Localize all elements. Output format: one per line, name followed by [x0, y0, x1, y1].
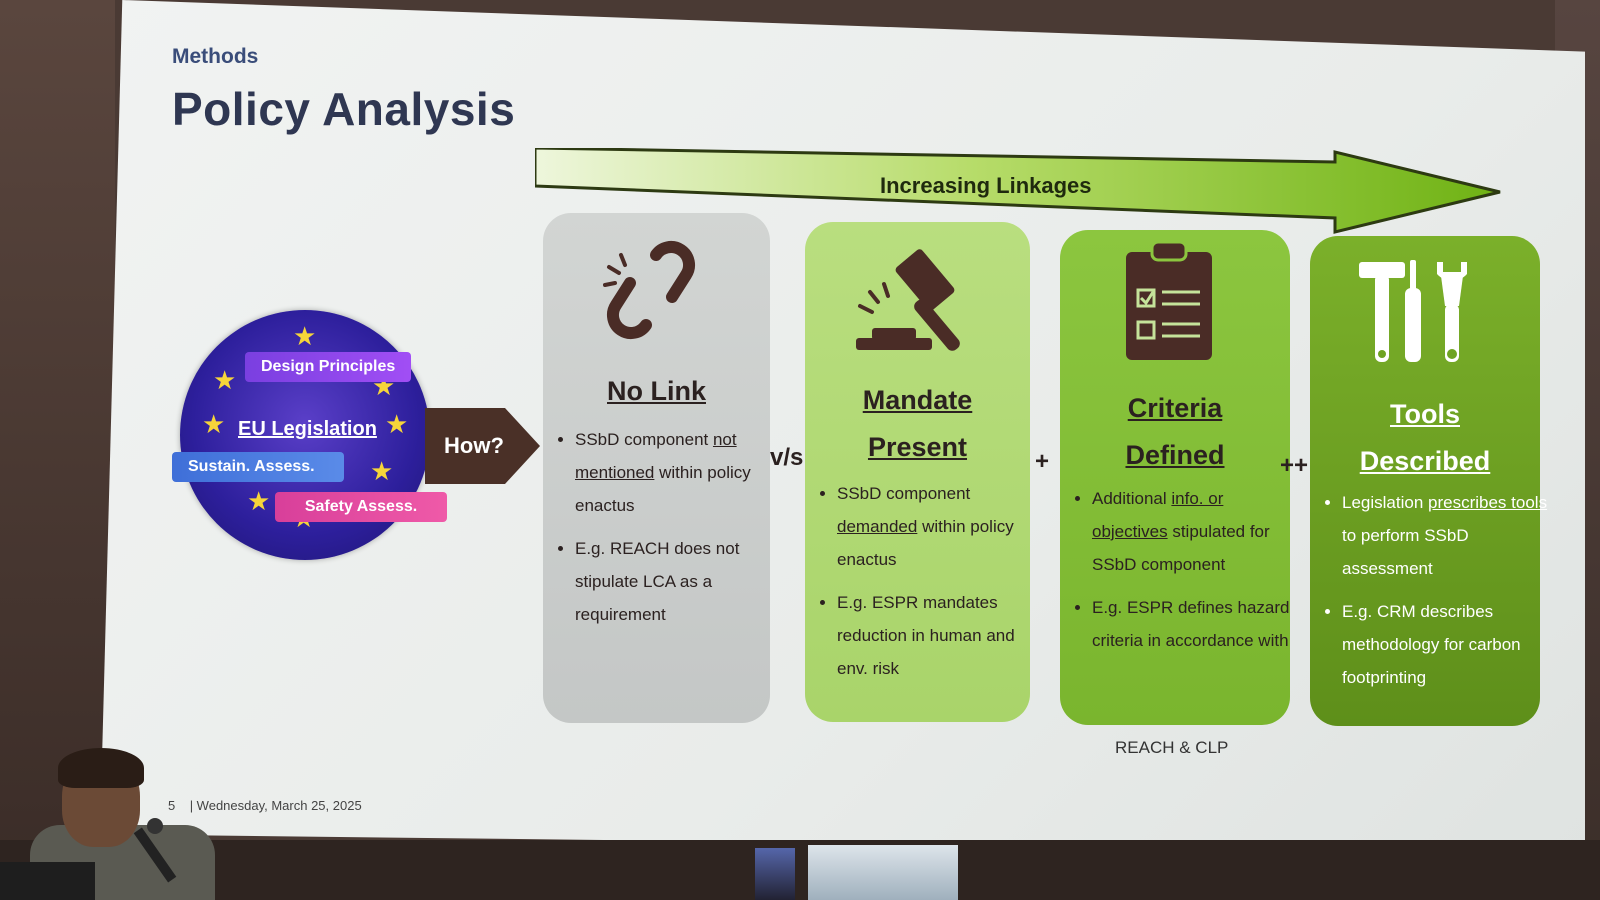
card-bullets: Additional info. or objectives stipulate… — [1070, 482, 1302, 667]
card-title-line1: Criteria — [1127, 393, 1223, 423]
page-number: 5 — [168, 798, 176, 813]
star-icon: ★ — [247, 486, 271, 516]
microphone-head — [147, 818, 163, 834]
tools-described-card: Tools Described Legislation prescribes t… — [1310, 236, 1547, 726]
presenter-hair — [58, 748, 144, 788]
bullet-item: Legislation prescribes tools to perform … — [1342, 486, 1552, 585]
how-label: How? — [444, 433, 504, 458]
card-title-line1: Mandate — [862, 385, 973, 415]
bullet-item: E.g. CRM describes methodology for carbo… — [1342, 595, 1552, 694]
sustain-assess-chip: Sustain. Assess. — [172, 452, 344, 482]
tools-icon — [1359, 260, 1467, 362]
card-title: No Link — [607, 376, 706, 406]
slide-footer: 5 | Wednesday, March 25, 2025 — [168, 798, 362, 813]
stage-monitor — [755, 848, 795, 900]
star-icon: ★ — [385, 409, 409, 439]
laptop — [0, 862, 95, 900]
card-bullets: SSbD component demanded within policy en… — [815, 477, 1042, 695]
star-icon: ★ — [293, 321, 317, 351]
increasing-linkages-arrow — [535, 148, 1501, 234]
star-icon: ★ — [202, 409, 226, 439]
criteria-defined-card: Criteria Defined Additional info. or obj… — [1060, 230, 1290, 725]
section-label: Methods — [172, 45, 259, 68]
mandate-present-card: Mandate Present SSbD component demanded … — [805, 222, 1030, 722]
eu-legislation-label: EU Legislation — [238, 418, 377, 440]
footnote-reach-clp: REACH & CLP — [1115, 738, 1229, 757]
card-bullets: Legislation prescribes tools to perform … — [1320, 486, 1552, 704]
clipboard-checklist-icon — [1126, 240, 1212, 360]
broken-link-icon — [603, 241, 696, 339]
bullet-item: Additional info. or objectives stipulate… — [1092, 482, 1302, 581]
plus-plus-separator: ++ — [1280, 452, 1309, 479]
card-title-line2: Described — [1359, 446, 1491, 477]
card-title-line2: Present — [867, 432, 968, 463]
how-arrow — [425, 408, 540, 484]
bullet-item: E.g. REACH does not stipulate LCA as a r… — [575, 532, 780, 631]
bullet-item: E.g. ESPR defines hazard criteria in acc… — [1092, 591, 1302, 657]
card-title-line2: Defined — [1125, 440, 1225, 471]
plus-separator: + — [1035, 448, 1050, 475]
footer-date: | Wednesday, March 25, 2025 — [189, 798, 362, 813]
card-bullets: SSbD component not mentioned within poli… — [553, 423, 780, 641]
bullet-item: SSbD component not mentioned within poli… — [575, 423, 780, 522]
star-icon: ★ — [370, 456, 394, 486]
slide-title: Policy Analysis — [172, 83, 516, 135]
star-icon: ★ — [213, 365, 237, 395]
stage-monitor — [808, 845, 958, 900]
bullet-item: SSbD component demanded within policy en… — [837, 477, 1042, 576]
room-floor — [0, 840, 1600, 900]
card-title-line1: Tools — [1390, 399, 1460, 429]
safety-assess-chip: Safety Assess. — [275, 492, 447, 522]
design-principles-chip: Design Principles — [245, 352, 412, 382]
no-link-card: No Link SSbD component not mentioned wit… — [543, 213, 770, 723]
vs-separator: v/s — [770, 444, 804, 471]
gavel-icon — [856, 249, 960, 351]
bullet-item: E.g. ESPR mandates reduction in human an… — [837, 586, 1042, 685]
arrow-label: Increasing Linkages — [880, 173, 1092, 198]
